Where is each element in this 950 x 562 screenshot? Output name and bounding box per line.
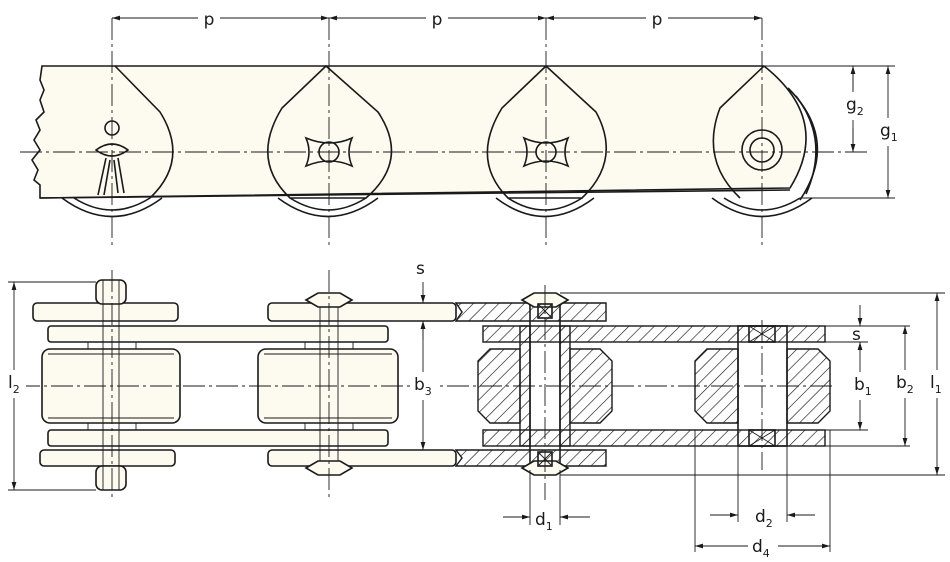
l1-dimension — [560, 292, 945, 476]
inner-plate-outlines — [114, 64, 765, 199]
b3-label: b3 — [414, 375, 432, 398]
side-view-centerlines — [20, 18, 870, 245]
b1-label: b1 — [854, 375, 872, 398]
plan-pins — [95, 279, 354, 491]
d1-dimension — [503, 470, 590, 525]
b2-label: b2 — [896, 373, 914, 396]
plan-outer-plates — [32, 302, 457, 467]
plan-view: l2 s b3 l1 b2 — [4, 259, 948, 560]
outer-plate — [31, 65, 807, 199]
s-label-left: s — [416, 259, 425, 279]
l2-label: l2 — [8, 373, 20, 396]
d1-label: d1 — [535, 510, 553, 533]
plan-inner-plates — [47, 325, 389, 447]
pitch-label-2: p — [432, 10, 443, 30]
b1-dimension — [825, 305, 868, 431]
plan-section — [454, 292, 831, 476]
d2-label: d2 — [755, 507, 773, 530]
l1-label: l1 — [930, 373, 942, 396]
side-view: p p p g2 g1 — [20, 8, 902, 245]
pitch-label-1: p — [204, 10, 215, 30]
d2-dimension — [710, 446, 815, 522]
g1-label: g1 — [880, 121, 898, 144]
g2-label: g2 — [846, 95, 864, 118]
d4-label: d4 — [752, 537, 770, 560]
pin-details — [94, 120, 783, 196]
s-label-right: s — [852, 325, 861, 345]
roller-arcs — [61, 87, 819, 218]
pitch-label-3: p — [652, 10, 663, 30]
